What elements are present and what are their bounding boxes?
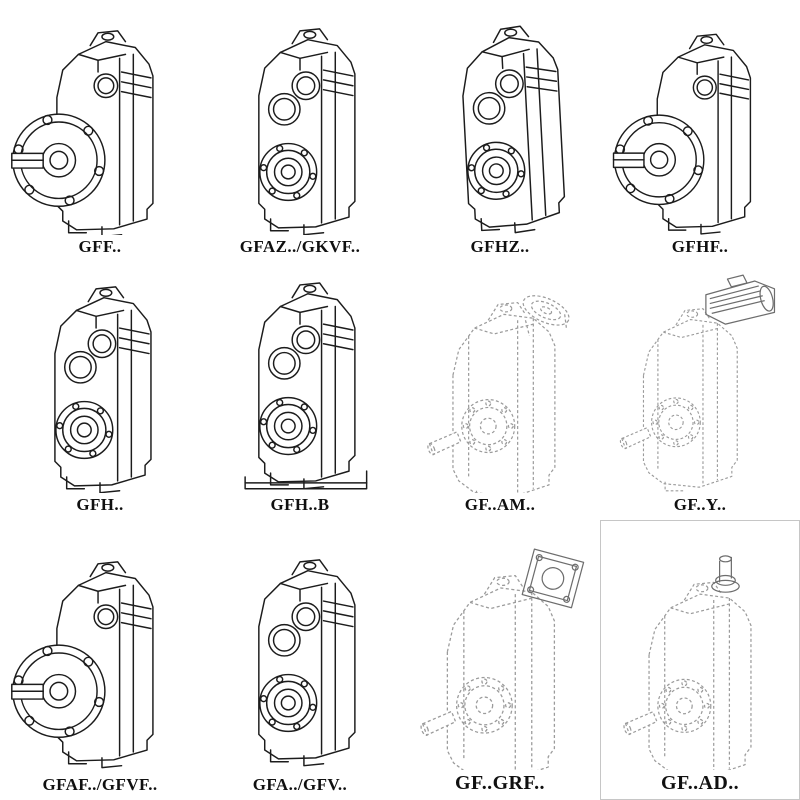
- model-label: GF..AD..: [660, 772, 740, 794]
- model-label: GFAZ../GKVF..: [239, 237, 361, 256]
- model-label: GF..AM..: [464, 495, 536, 514]
- gearbox-hollow-bore-icon: [202, 533, 398, 773]
- gearbox-shaft-mounted-base-icon: [244, 267, 368, 490]
- model-cell-gf-am: GF..AM..: [400, 262, 600, 520]
- gearbox-output-flange-with-shaft-icon: [2, 9, 198, 235]
- model-label: GFHZ..: [470, 237, 530, 256]
- gearbox-top-input-shaft-icon: [621, 555, 752, 770]
- model-label: GFH..: [76, 495, 124, 514]
- model-label: GF..GRF..: [455, 772, 545, 794]
- gearbox-hollow-bore-icon: [202, 9, 398, 235]
- gearbox-shaft-mounted-icon: [2, 267, 198, 493]
- gearbox-with-motor-icon: [618, 274, 777, 492]
- model-label: GF..Y..: [673, 495, 727, 514]
- model-label: GFAF../GFVF..: [42, 775, 158, 794]
- model-label: GFA../GFV..: [252, 775, 348, 794]
- model-cell-gfhf: GFHF..: [600, 0, 800, 262]
- gearbox-front-flange-icon: [602, 9, 798, 235]
- model-cell-gf-grf: GF..GRF..: [400, 520, 600, 800]
- model-cell-gfh-b: GFH..B: [200, 262, 400, 520]
- gearbox-output-flange-with-shaft-icon: [2, 533, 198, 773]
- model-cell-gfh: GFH..: [0, 262, 200, 520]
- model-cell-gff: GFF..: [0, 0, 200, 262]
- model-label: GFF..: [78, 237, 122, 256]
- model-cell-gf-y: GF..Y..: [600, 262, 800, 520]
- model-cell-gf-ad: GF..AD..: [600, 520, 800, 800]
- model-cell-gfaf-gfvf: GFAF../GFVF..: [0, 520, 200, 800]
- model-label: GFHF..: [671, 237, 729, 256]
- gearbox-input-adapter-box-icon: [418, 548, 585, 770]
- model-cell-gfa-gfv: GFA../GFV..: [200, 520, 400, 800]
- gearbox-iec-adapter-flange-icon: [425, 289, 574, 493]
- model-cell-gfaz-gkvf: GFAZ../GKVF..: [200, 0, 400, 262]
- model-cell-gfhz: GFHZ..: [400, 0, 600, 262]
- model-label: GFH..B: [270, 495, 330, 514]
- gearbox-hollow-bore-angled-icon: [402, 9, 598, 235]
